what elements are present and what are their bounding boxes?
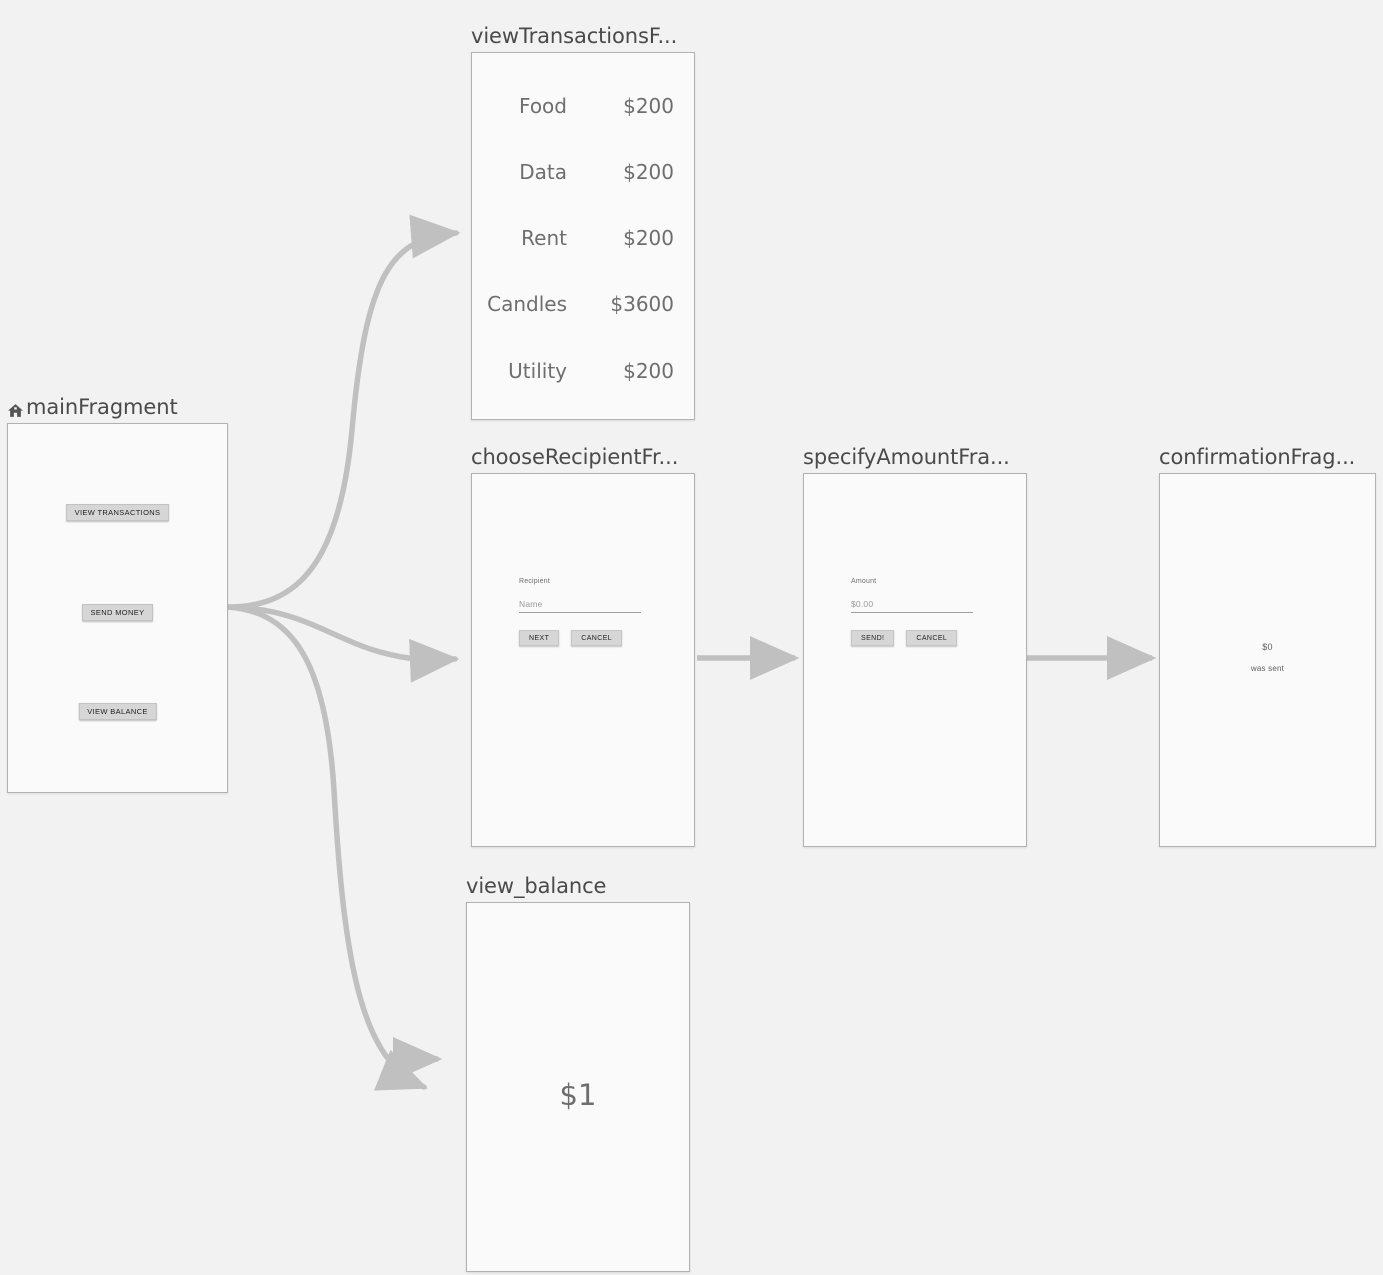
transaction-amount: $200 [623, 226, 674, 250]
edge-main-to-view-transactions [225, 214, 461, 610]
amount-form: Amount $0.00 SEND! CANCEL [851, 578, 981, 646]
send-money-button[interactable]: SEND MONEY [81, 604, 154, 621]
amount-form-actions: SEND! CANCEL [851, 630, 981, 646]
transaction-row: Rent $200 [472, 226, 694, 250]
amount-caption: Amount [851, 578, 877, 585]
node-confirmation-title: confirmationFrag... [1159, 445, 1356, 469]
node-choose-recipient-frame[interactable]: Recipient Name NEXT CANCEL [471, 473, 695, 847]
node-view-transactions-frame[interactable]: Food $200 Data $200 Rent $200 Candles $3… [471, 52, 695, 420]
node-main-fragment-title: mainFragment [7, 395, 178, 419]
node-confirmation-fragment[interactable]: confirmationFrag... $0 was sent [1159, 445, 1376, 847]
node-title-text: mainFragment [26, 395, 178, 419]
view-transactions-button-label: VIEW TRANSACTIONS [74, 508, 161, 517]
view-transactions-button[interactable]: VIEW TRANSACTIONS [65, 504, 170, 521]
node-main-fragment[interactable]: mainFragment VIEW TRANSACTIONS SEND MONE… [7, 395, 228, 793]
recipient-form-actions: NEXT CANCEL [519, 630, 649, 646]
transaction-label: Rent [521, 226, 567, 250]
node-view-transactions-title: viewTransactionsF... [471, 24, 678, 48]
node-view-transactions-fragment[interactable]: viewTransactionsF... Food $200 Data $200… [471, 24, 695, 420]
node-choose-recipient-fragment[interactable]: chooseRecipientFr... Recipient Name NEXT… [471, 445, 695, 847]
transaction-label: Utility [508, 359, 567, 383]
transaction-label: Food [519, 94, 567, 118]
home-icon [7, 400, 24, 417]
edge-main-to-choose-recipient [225, 604, 460, 683]
next-button[interactable]: NEXT [519, 630, 560, 646]
recipient-form: Recipient Name NEXT CANCEL [519, 578, 649, 646]
transaction-amount: $200 [623, 94, 674, 118]
confirmation-message-block: $0 was sent [1160, 642, 1375, 673]
node-choose-recipient-title: chooseRecipientFr... [471, 445, 679, 469]
node-specify-amount-frame[interactable]: Amount $0.00 SEND! CANCEL [803, 473, 1027, 847]
view-balance-button[interactable]: VIEW BALANCE [78, 703, 157, 720]
send-money-button-label: SEND MONEY [90, 608, 145, 617]
transaction-label: Candles [487, 292, 567, 316]
amount-input[interactable]: $0.00 [851, 599, 973, 613]
node-view-balance-fragment[interactable]: view_balance $1 [466, 874, 690, 1272]
recipient-name-input[interactable]: Name [519, 599, 641, 613]
transaction-amount: $200 [623, 160, 674, 184]
send-button[interactable]: SEND! [851, 630, 895, 646]
balance-amount: $1 [559, 1078, 597, 1112]
node-view-balance-title: view_balance [466, 874, 607, 898]
node-view-balance-frame[interactable]: $1 [466, 902, 690, 1272]
node-specify-amount-fragment[interactable]: specifyAmountFra... Amount $0.00 SEND! C… [803, 445, 1027, 847]
transaction-label: Data [519, 160, 567, 184]
node-confirmation-frame[interactable]: $0 was sent [1159, 473, 1376, 847]
confirmation-amount: $0 [1262, 642, 1273, 652]
recipient-caption: Recipient [519, 578, 550, 585]
transaction-row: Data $200 [472, 160, 694, 184]
confirmation-sent-text: was sent [1250, 664, 1285, 673]
transaction-amount: $3600 [610, 292, 674, 316]
cancel-button[interactable]: CANCEL [571, 630, 623, 646]
edge-main-to-view-balance [225, 604, 429, 1091]
cancel-button[interactable]: CANCEL [906, 630, 958, 646]
view-balance-button-label: VIEW BALANCE [87, 707, 148, 716]
transaction-row: Utility $200 [472, 359, 694, 383]
transaction-amount: $200 [623, 359, 674, 383]
node-specify-amount-title: specifyAmountFra... [803, 445, 1010, 469]
node-main-fragment-frame[interactable]: VIEW TRANSACTIONS SEND MONEY VIEW BALANC… [7, 423, 228, 793]
transaction-row: Candles $3600 [472, 292, 694, 316]
transaction-row: Food $200 [472, 94, 694, 118]
